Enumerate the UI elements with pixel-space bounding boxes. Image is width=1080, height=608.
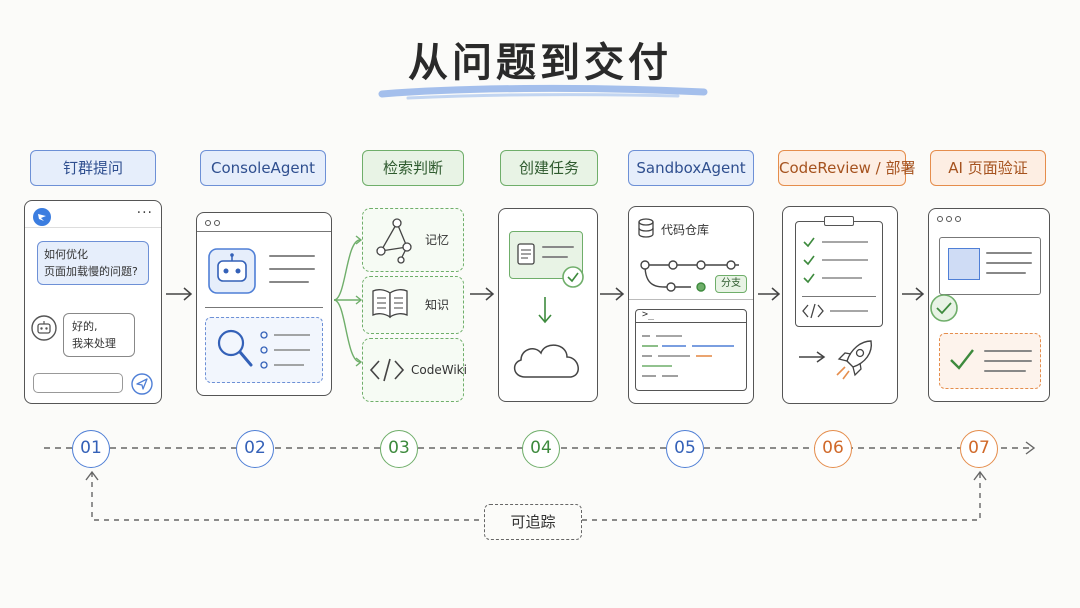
- dingtalk-icon: [33, 208, 51, 226]
- page-preview: [939, 237, 1041, 295]
- check-circle-icon: [562, 266, 584, 288]
- window-dots-icon: [205, 220, 220, 226]
- question-bubble: 如何优化 页面加载慢的问题?: [37, 241, 149, 285]
- answer-bubble: 好的, 我来处理: [63, 313, 135, 357]
- step-number-01: 01: [72, 430, 110, 468]
- more-icon[interactable]: ···: [136, 205, 153, 221]
- knowledge-box: 知识: [362, 276, 464, 334]
- graph-icon: [376, 218, 412, 264]
- ai-verify-panel: [928, 208, 1050, 402]
- magnifier-icon: [217, 329, 253, 367]
- robot-avatar-icon: [31, 315, 57, 341]
- step-number-06: 06: [814, 430, 852, 468]
- branch-connector: [333, 235, 363, 367]
- check-circle-icon: [930, 294, 958, 322]
- list-icon: [260, 331, 310, 369]
- sandbox-panel: 代码仓库 分支 >_: [628, 206, 754, 404]
- send-button[interactable]: [131, 373, 153, 395]
- git-branch-icon: [640, 260, 739, 292]
- book-icon: [372, 289, 408, 319]
- code-icon: [802, 303, 868, 319]
- doc-icon: [517, 243, 535, 265]
- database-icon: [638, 218, 654, 238]
- console-agent-panel: [196, 212, 332, 396]
- right-arrow-icon: [799, 351, 826, 363]
- window-dots-icon: [937, 216, 961, 222]
- checkmark-icon: [950, 349, 974, 370]
- title-brush-underline: [378, 84, 708, 100]
- step-number-04: 04: [522, 430, 560, 468]
- checklist-clipboard: [795, 216, 883, 327]
- step-label-06: CodeReview / 部署: [778, 150, 916, 186]
- terminal-code-lines: [642, 335, 734, 377]
- step-label-05: SandboxAgent: [628, 150, 754, 186]
- search-box: [205, 317, 323, 383]
- step-label-04: 创建任务: [500, 150, 598, 186]
- code-icon: [369, 358, 405, 382]
- step-label-01: 钉群提问: [30, 150, 156, 186]
- code-review-panel: [782, 206, 898, 404]
- timeline: [44, 441, 1036, 521]
- knowledge-label: 知识: [425, 298, 450, 312]
- step-number-02: 02: [236, 430, 274, 468]
- flow-arrows: [166, 287, 925, 301]
- page-title: 从问题到交付: [408, 40, 672, 86]
- step-number-05: 05: [666, 430, 704, 468]
- rocket-icon: [836, 340, 872, 380]
- memory-box: 记忆: [362, 208, 464, 272]
- codewiki-box: CodeWiki: [362, 338, 467, 402]
- robot-icon: [208, 248, 256, 294]
- memory-label: 记忆: [425, 233, 450, 247]
- chat-panel: ··· 如何优化 页面加载慢的问题? 好的, 我来处理: [24, 200, 162, 404]
- terminal-prompt: >_: [642, 309, 655, 320]
- step-label-02: ConsoleAgent: [200, 150, 326, 186]
- cloud-icon: [513, 344, 579, 378]
- step-number-07: 07: [960, 430, 998, 468]
- codewiki-label: CodeWiki: [411, 363, 467, 377]
- repo-label: 代码仓库: [661, 223, 710, 237]
- branch-badge: 分支: [715, 275, 747, 293]
- checklist-icon: [803, 237, 868, 284]
- terminal-window: >_: [635, 309, 747, 391]
- down-arrow-icon: [538, 297, 552, 324]
- step-label-03: 检索判断: [362, 150, 464, 186]
- message-input[interactable]: [33, 373, 123, 393]
- traceable-label: 可追踪: [484, 504, 582, 540]
- create-task-panel: [498, 208, 598, 402]
- verify-result-box: [939, 333, 1041, 389]
- step-label-07: AI 页面验证: [930, 150, 1046, 186]
- step-number-03: 03: [380, 430, 418, 468]
